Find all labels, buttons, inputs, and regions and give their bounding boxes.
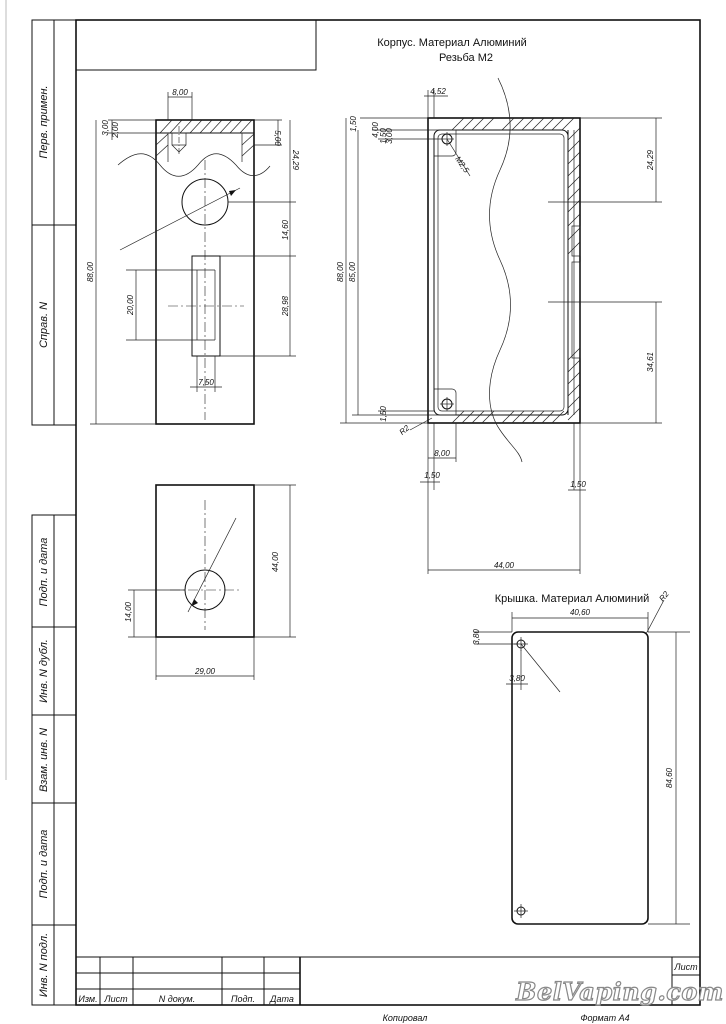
- dim-28-98: 28,98: [281, 295, 290, 317]
- stamp-inv-dubl: Инв. N дубл.: [38, 639, 50, 703]
- dim-88-00-b: 88,00: [336, 261, 345, 282]
- tb-copied: Копировал: [383, 1013, 428, 1023]
- dim-4-00: 4,00: [371, 122, 380, 138]
- dim-1-50-e: 1,50: [570, 480, 586, 489]
- dim-8-00-b: 8,00: [434, 449, 450, 458]
- body-thread-note: Резьба М2: [439, 52, 493, 64]
- dim-5-00: 5,00: [273, 130, 282, 146]
- tb-ndokum: N докум.: [159, 994, 195, 1004]
- dim-8-00: 8,00: [172, 88, 188, 97]
- tb-list: Лист: [103, 994, 128, 1004]
- dim-24-29-b: 24,29: [646, 149, 655, 171]
- tb-list-right: Лист: [673, 962, 698, 972]
- dim-88-00: 88,00: [86, 261, 95, 282]
- dim-29-00: 29,00: [194, 667, 216, 676]
- stamp-inv-podl: Инв. N подл.: [38, 933, 50, 997]
- body-side-view-dimensions: 8,00 3,00 2,00 5,00 24,29 14,60 28,98 88…: [86, 88, 300, 425]
- dim-r2-lid: R2: [657, 589, 671, 603]
- stamp-vzam-inv: Взам. инв. N: [38, 728, 50, 792]
- body-bottom-view-dimensions: 44,00 14,00 29,00: [124, 484, 296, 680]
- dim-1-50-b: 1,50: [379, 128, 388, 144]
- dim-1-50-a: 1,50: [349, 116, 358, 132]
- dim-84-60: 84,60: [665, 767, 674, 788]
- tb-podp: Подп.: [231, 994, 255, 1004]
- dim-14-60: 14,60: [281, 219, 290, 240]
- lid-view-dimensions: 40,60 R2 3,80 3,80 84,60: [472, 589, 690, 925]
- dim-44-00-b: 44,00: [494, 561, 515, 570]
- stamp-perv-primen: Перв. примен.: [38, 85, 50, 158]
- dim-3-80-a: 3,80: [472, 629, 481, 645]
- stamp-sprav-n: Справ. N: [38, 302, 50, 348]
- side-stamps: Перв. примен. Справ. N Подп. и дата Инв.…: [38, 85, 50, 997]
- tb-format: Формат А4: [580, 1013, 629, 1023]
- dim-1-50-c: 1,50: [379, 406, 388, 422]
- dim-14-00: 14,00: [124, 601, 133, 622]
- dim-44-00-left: 44,00: [271, 551, 280, 572]
- dim-4-52: 4,52: [430, 87, 446, 96]
- stamp-podp-data-2: Подп. и дата: [38, 830, 50, 899]
- dim-7-50: 7,50: [198, 378, 214, 387]
- dim-40-60: 40,60: [570, 608, 591, 617]
- body-front-section-dimensions: 4,52 1,50 4,00 1,50 3,00 M2,5 88,00 85,0…: [336, 87, 662, 574]
- dim-24-29: 24,29: [291, 149, 300, 171]
- dim-34-61: 34,61: [646, 352, 655, 372]
- sheet-frame: [5, 0, 701, 1006]
- tb-data: Дата: [269, 994, 294, 1004]
- dim-3-00: 3,00: [101, 120, 110, 136]
- body-bottom-view: [155, 484, 255, 638]
- body-title: Корпус. Материал Алюминий: [377, 37, 527, 49]
- lid-view: [511, 631, 649, 925]
- dim-r2-body: R2: [398, 423, 412, 437]
- dim-3-00-b: 3,00: [385, 128, 394, 144]
- dim-1-50-d: 1,50: [424, 471, 440, 480]
- dim-20-00: 20,00: [126, 294, 135, 316]
- watermark: BelVaping.com: [515, 977, 724, 1006]
- stamp-podp-data-1: Подп. и дата: [38, 538, 50, 607]
- dim-m2-5: M2,5: [453, 155, 471, 175]
- title-block: Изм. Лист N докум. Подп. Дата Лист Копир…: [76, 956, 700, 1023]
- dim-2-00: 2,00: [111, 122, 120, 139]
- body-front-section: [427, 77, 600, 463]
- tb-izm: Изм.: [78, 994, 97, 1004]
- lid-title: Крышка. Материал Алюминий: [495, 593, 650, 605]
- dim-3-80-b: 3,80: [509, 674, 525, 683]
- dim-85-00: 85,00: [348, 261, 357, 282]
- body-side-view: [117, 119, 271, 425]
